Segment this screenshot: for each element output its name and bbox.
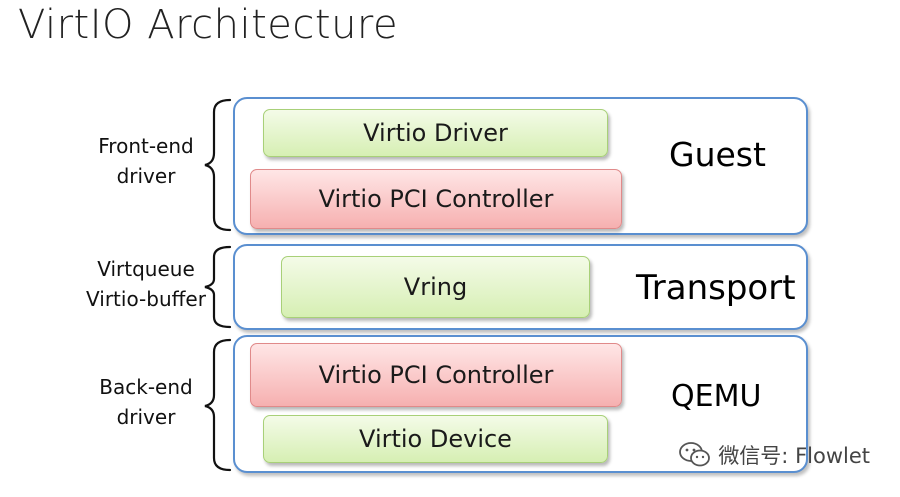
transport-layer-label: Transport (636, 268, 796, 308)
frontend-driver-label: Front-end driver (66, 131, 226, 191)
backend-label-line2: driver (116, 405, 176, 429)
wechat-watermark: 微信号: Flowlet (678, 440, 870, 470)
qemu-layer-label: QEMU (671, 379, 762, 414)
frontend-label-line2: driver (116, 164, 176, 188)
wechat-icon (679, 442, 711, 467)
transport-bracket (204, 245, 232, 329)
virtqueue-label-line1: Virtqueue (97, 257, 195, 281)
guest-virtio-pci-controller-block: Virtio PCI Controller (250, 169, 622, 229)
backend-driver-label: Back-end driver (66, 372, 226, 432)
virtqueue-label-line2: Virtio-buffer (86, 287, 206, 311)
virtqueue-label: Virtqueue Virtio-buffer (66, 254, 226, 314)
virtio-driver-block: Virtio Driver (263, 109, 608, 157)
guest-layer-label: Guest (669, 135, 766, 174)
backend-label-line1: Back-end (99, 375, 193, 399)
curly-brackets (204, 98, 232, 472)
backend-bracket (204, 338, 232, 472)
frontend-bracket (204, 98, 232, 232)
transport-layer: Vring Transport (233, 244, 808, 330)
page-title: VirtIO Architecture (18, 2, 399, 48)
frontend-label-line1: Front-end (98, 134, 194, 158)
qemu-virtio-pci-controller-block: Virtio PCI Controller (250, 343, 622, 407)
qemu-layer: Virtio PCI Controller Virtio Device QEMU (233, 335, 808, 473)
vring-block: Vring (281, 256, 590, 318)
virtio-device-block: Virtio Device (263, 415, 608, 463)
watermark-text: 微信号: Flowlet (718, 444, 870, 468)
guest-layer: Virtio Driver Virtio PCI Controller Gues… (233, 97, 808, 235)
